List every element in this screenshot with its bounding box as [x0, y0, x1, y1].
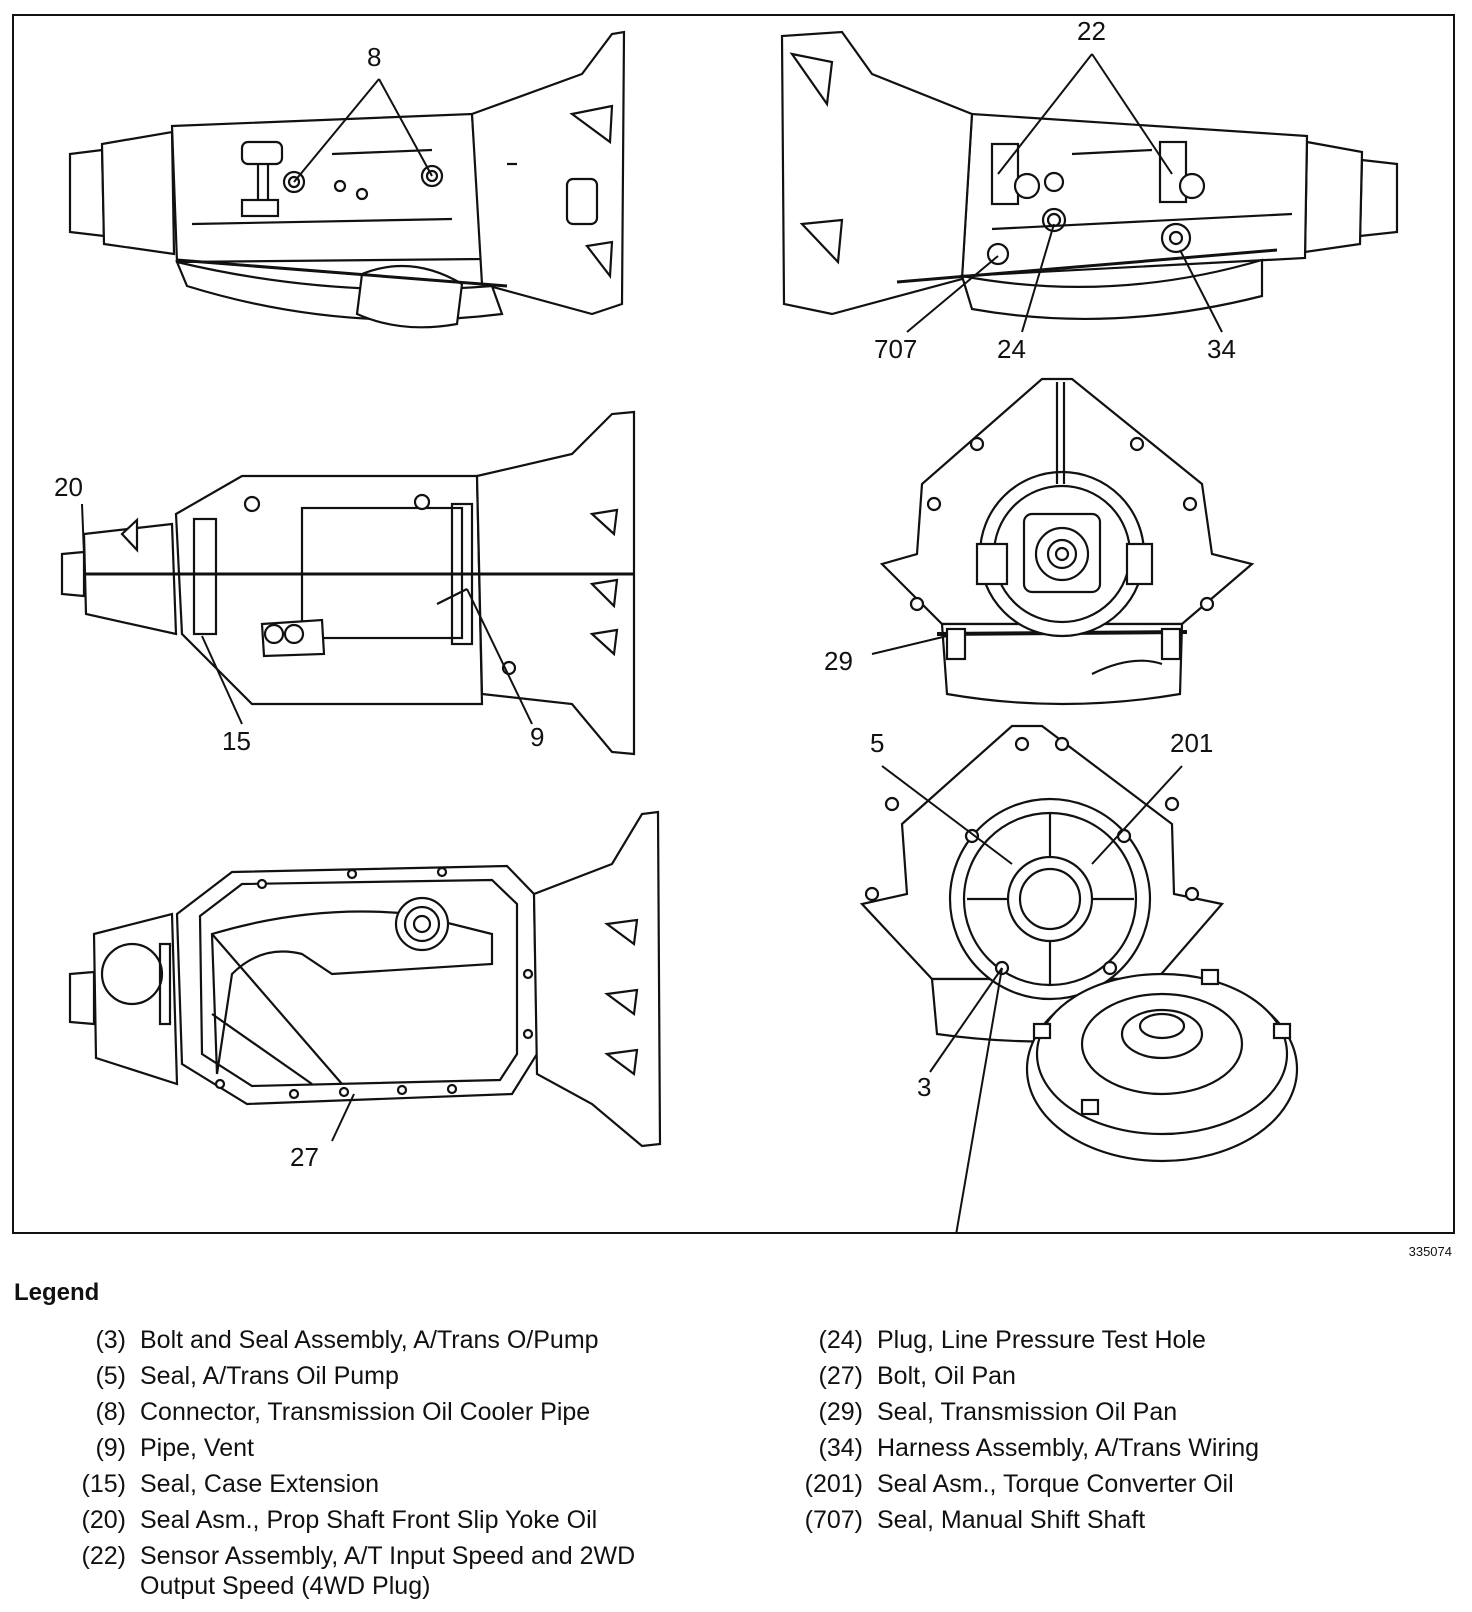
callout-27: 27 [290, 1142, 319, 1172]
callout-9: 9 [530, 722, 544, 752]
legend-item: (27) Bolt, Oil Pan [795, 1358, 1435, 1394]
legend-text: Sensor Assembly, A/T Input Speed and 2WD… [140, 1542, 636, 1600]
callout-201: 201 [1170, 728, 1213, 758]
view-pump-converter [859, 724, 1299, 1163]
callout-24: 24 [997, 334, 1026, 364]
diagram-frame: 8 22 707 24 34 20 15 9 29 5 201 27 3 [12, 14, 1455, 1234]
leader-lines [81, 53, 1223, 1234]
legend-text: Seal, Case Extension [140, 1470, 380, 1498]
view-top [60, 410, 636, 756]
legend-item: (5) Seal, A/Trans Oil Pump [58, 1358, 698, 1394]
legend-number: (8) [95, 1398, 126, 1426]
legend-number: (34) [818, 1434, 863, 1462]
callout-29: 29 [824, 646, 853, 676]
legend-text: Bolt and Seal Assembly, A/Trans O/Pump [140, 1326, 599, 1354]
legend-text: Seal, Transmission Oil Pan [877, 1398, 1178, 1426]
legend-item: (24) Plug, Line Pressure Test Hole [795, 1322, 1435, 1358]
legend-item: (9) Pipe, Vent [58, 1430, 698, 1466]
callout-8: 8 [367, 42, 381, 72]
legend-text: Harness Assembly, A/Trans Wiring [877, 1434, 1260, 1462]
legend-title: Legend [14, 1279, 100, 1306]
legend-number: (707) [804, 1506, 863, 1534]
legend-number: (24) [818, 1326, 863, 1354]
legend-number: (9) [95, 1434, 126, 1462]
view-front-bell [879, 377, 1255, 706]
callout-3: 3 [917, 1072, 931, 1102]
legend-text: Bolt, Oil Pan [877, 1362, 1016, 1390]
callout-22: 22 [1077, 16, 1106, 46]
legend-text: Connector, Transmission Oil Cooler Pipe [140, 1398, 591, 1426]
legend-item: (20) Seal Asm., Prop Shaft Front Slip Yok… [58, 1502, 698, 1538]
callout-5: 5 [870, 728, 884, 758]
figure-number: 335074 [1408, 1244, 1452, 1259]
legend-number: (5) [95, 1362, 126, 1390]
legend-item: (29) Seal, Transmission Oil Pan [795, 1394, 1435, 1430]
legend-number: (3) [95, 1326, 126, 1354]
view-oil-pan [68, 810, 662, 1148]
legend-text: Pipe, Vent [140, 1434, 254, 1462]
legend-column-left: (3) Bolt and Seal Assembly, A/Trans O/Pum… [58, 1322, 698, 1604]
legend-text: Seal Asm., Torque Converter Oil [877, 1470, 1234, 1498]
legend-text: Seal, A/Trans Oil Pump [140, 1362, 399, 1390]
view-right-side [780, 30, 1399, 321]
legend-column-right: (24) Plug, Line Pressure Test Hole (27) Bo… [795, 1322, 1435, 1538]
callout-20: 20 [54, 472, 83, 502]
legend-item: (34) Harness Assembly, A/Trans Wiring [795, 1430, 1435, 1466]
callout-labels: 8 22 707 24 34 20 15 9 29 5 201 27 3 [54, 16, 1236, 1172]
legend-text: Plug, Line Pressure Test Hole [877, 1326, 1206, 1354]
view-left-side [68, 30, 626, 329]
transmission-diagram: 8 22 707 24 34 20 15 9 29 5 201 27 3 [12, 14, 1455, 1234]
legend-text: Seal Asm., Prop Shaft Front Slip Yoke Oi… [140, 1506, 598, 1534]
callout-34: 34 [1207, 334, 1236, 364]
legend-number: (201) [804, 1470, 863, 1498]
legend-number: (22) [81, 1542, 126, 1570]
legend-text: Seal, Manual Shift Shaft [877, 1506, 1146, 1534]
legend-item: (707) Seal, Manual Shift Shaft [795, 1502, 1435, 1538]
legend-item: (8) Connector, Transmission Oil Cooler Pi… [58, 1394, 698, 1430]
legend-number: (15) [81, 1470, 126, 1498]
callout-15: 15 [222, 726, 251, 756]
legend-item: (201) Seal Asm., Torque Converter Oil [795, 1466, 1435, 1502]
legend-number: (20) [81, 1506, 126, 1534]
callout-707: 707 [874, 334, 917, 364]
legend-number: (29) [818, 1398, 863, 1426]
legend-item: (22) Sensor Assembly, A/T Input Speed and… [58, 1538, 698, 1604]
legend-number: (27) [818, 1362, 863, 1390]
legend-item: (15) Seal, Case Extension [58, 1466, 698, 1502]
legend-item: (3) Bolt and Seal Assembly, A/Trans O/Pum… [58, 1322, 698, 1358]
